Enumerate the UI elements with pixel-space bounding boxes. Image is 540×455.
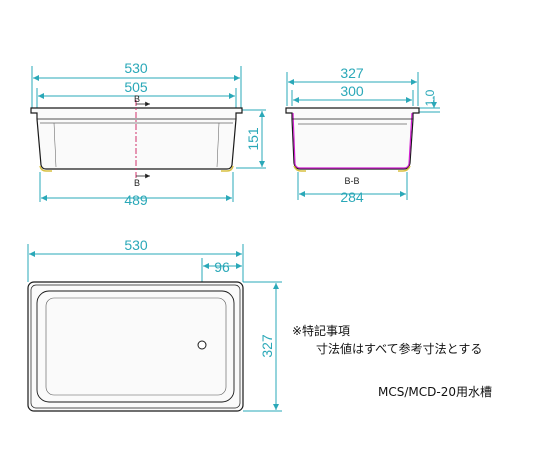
top-dim-96-label: 96 xyxy=(214,259,230,275)
top-dim-327-label: 327 xyxy=(259,334,275,358)
side-dim-327-label: 327 xyxy=(340,65,364,81)
front-tank-inner-right xyxy=(216,122,220,168)
front-foot-left xyxy=(39,165,52,172)
front-dim-489-label: 489 xyxy=(124,192,148,208)
top-tank-rim xyxy=(30,284,241,409)
side-dim-rim-label: 1.0 xyxy=(423,89,437,106)
top-tank-bottom xyxy=(45,297,227,396)
side-view: 327 300 284 1.0 B-B xyxy=(285,65,440,205)
notes-line-1: 寸法値はすべて参考寸法とする xyxy=(316,342,483,356)
top-dim-530-label: 530 xyxy=(124,237,148,253)
notes-title: ※特記事項 xyxy=(292,324,351,338)
front-view: 530 505 489 151 B B xyxy=(30,60,266,208)
section-mark-bottom: B xyxy=(134,178,140,188)
side-dim-284-label: 284 xyxy=(340,189,364,205)
side-tank-section-wall xyxy=(292,112,413,169)
front-dim-151-label: 151 xyxy=(245,127,261,151)
side-dim-300-label: 300 xyxy=(340,83,364,99)
top-tank-outer xyxy=(27,281,244,412)
side-tank-outline xyxy=(285,107,420,170)
model-label: MCS/MCD-20用水槽 xyxy=(378,385,492,399)
front-foot-right xyxy=(221,165,234,172)
side-foot-right xyxy=(398,165,411,172)
section-mark-top: B xyxy=(134,94,140,104)
special-notes: ※特記事項 寸法値はすべて参考寸法とする xyxy=(292,322,532,358)
front-dim-505-label: 505 xyxy=(124,79,148,95)
side-section-label: B-B xyxy=(344,176,359,186)
top-tank-inner xyxy=(36,290,235,403)
drain-hole xyxy=(197,340,207,350)
front-tank-inner-left xyxy=(53,122,57,168)
side-foot-left xyxy=(293,165,306,172)
front-dim-530-label: 530 xyxy=(124,60,148,76)
top-view: 530 96 327 xyxy=(27,237,282,412)
